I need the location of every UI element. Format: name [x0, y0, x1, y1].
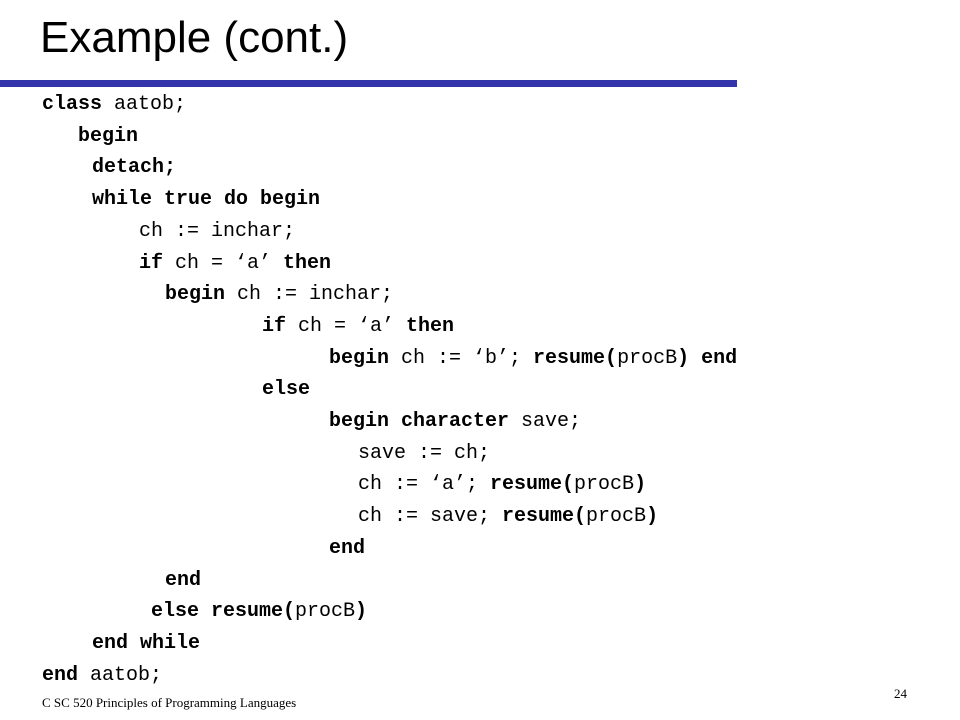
code-line: if ch = ‘a’ then — [139, 248, 331, 280]
code-text: procB — [295, 600, 356, 624]
slide-title: Example (cont.) — [40, 13, 349, 62]
code-keyword: resume( — [490, 473, 575, 497]
code-line: save := ch; — [358, 438, 490, 470]
code-keyword: begin — [329, 346, 390, 370]
code-keyword: then — [406, 314, 455, 338]
code-line: begin ch := inchar; — [165, 279, 393, 311]
code-keyword: if — [262, 314, 287, 338]
code-line: end while — [92, 628, 200, 660]
code-keyword: ) — [355, 600, 368, 624]
code-line: begin — [78, 121, 138, 153]
code-keyword: while true do begin — [92, 188, 321, 212]
code-keyword: end — [42, 663, 79, 687]
code-keyword: resume( — [533, 346, 618, 370]
code-text: ch := ‘b’; — [389, 346, 534, 370]
code-keyword: if — [139, 251, 164, 275]
code-text: save; — [509, 410, 582, 433]
title-underline-rule — [0, 80, 737, 87]
code-line: ch := inchar; — [139, 216, 295, 248]
code-line: class aatob; — [42, 89, 186, 121]
code-keyword: end — [165, 568, 202, 592]
code-line: if ch = ‘a’ then — [262, 311, 454, 343]
code-line: else resume(procB) — [151, 596, 367, 628]
code-keyword: ) — [634, 473, 647, 497]
code-line: begin ch := ‘b’; resume(procB) end — [329, 343, 737, 375]
code-line: begin character save; — [329, 406, 581, 438]
slide-page-number: 24 — [894, 686, 907, 701]
code-keyword: detach; — [92, 156, 177, 180]
code-text: ch = ‘a’ — [163, 251, 284, 275]
code-keyword: begin character — [329, 410, 510, 433]
code-keyword: ) — [646, 505, 659, 529]
footer-course-name: C SC 520 Principles of Programming Langu… — [42, 695, 297, 710]
code-text: ch := inchar; — [225, 283, 394, 307]
code-text: ch := ‘a’; — [358, 473, 491, 497]
code-line: end — [329, 533, 365, 565]
code-line: end — [165, 565, 201, 597]
code-line: while true do begin — [92, 184, 320, 216]
code-keyword: ) end — [677, 346, 738, 370]
code-text: procB — [617, 346, 678, 370]
code-text: ch = ‘a’ — [286, 314, 407, 338]
code-text: save := ch; — [358, 441, 491, 465]
code-text: aatob; — [102, 93, 187, 116]
code-keyword: else — [262, 378, 311, 402]
code-keyword: end while — [92, 631, 201, 655]
code-keyword: class — [42, 93, 103, 116]
code-keyword: else resume( — [151, 600, 296, 624]
code-keyword: resume( — [502, 505, 587, 529]
code-line: else — [262, 374, 310, 406]
code-text: aatob; — [78, 663, 163, 687]
code-text: ch := inchar; — [139, 219, 296, 243]
code-line: ch := ‘a’; resume(procB) — [358, 469, 646, 501]
code-text: procB — [574, 473, 635, 497]
code-keyword: begin — [78, 124, 139, 148]
code-text: procB — [586, 505, 647, 529]
code-text: ch := save; — [358, 505, 503, 529]
code-keyword: then — [283, 251, 332, 275]
code-line: ch := save; resume(procB) — [358, 501, 658, 533]
code-line: detach; — [92, 152, 176, 184]
code-keyword: end — [329, 536, 366, 560]
code-keyword: begin — [165, 283, 226, 307]
code-line: end aatob; — [42, 660, 162, 692]
